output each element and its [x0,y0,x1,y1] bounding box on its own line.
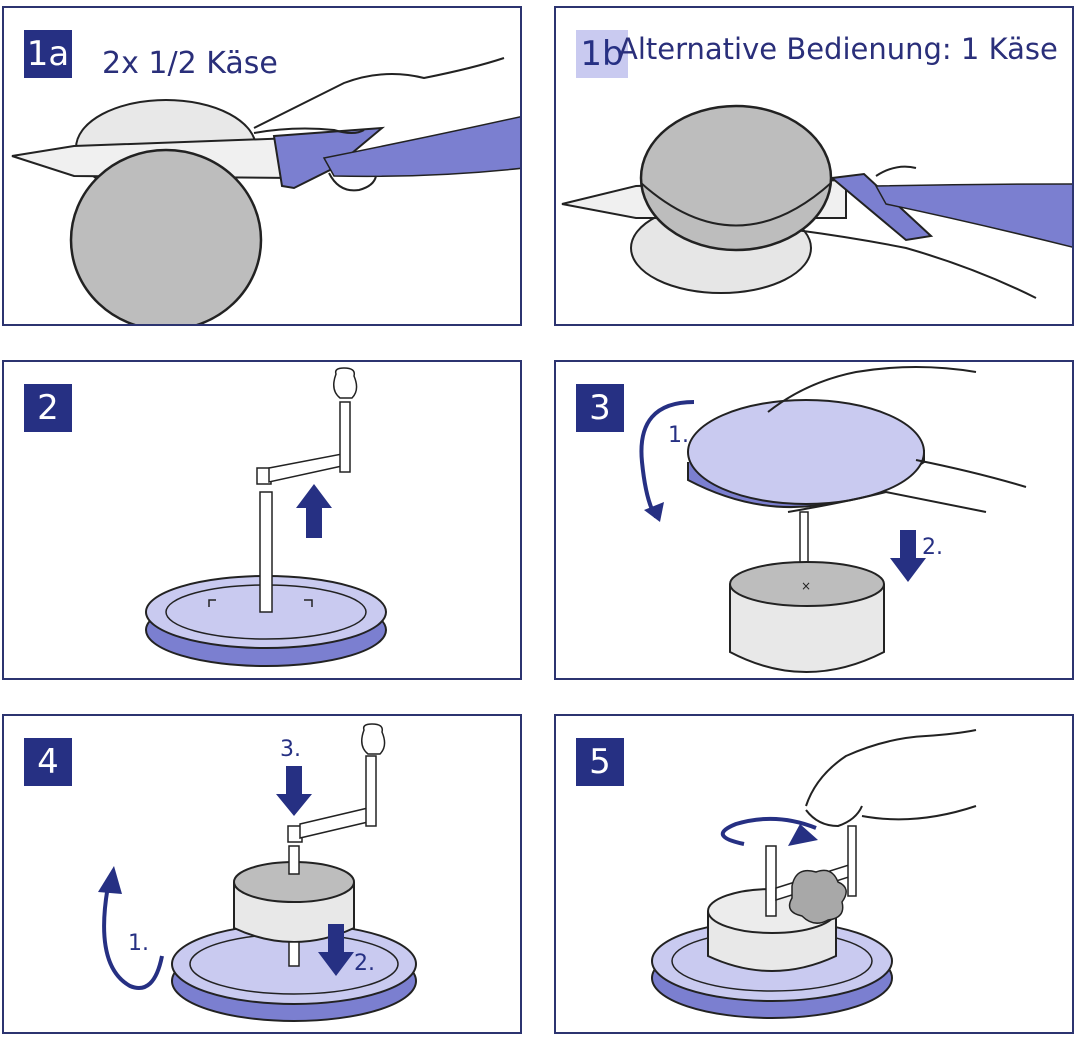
step-1b-illustration [561,104,1072,299]
step-1b-badge: 1b [576,30,628,78]
step-2-panel: 2 [2,360,522,680]
step-3-illustration: 1. × 2. [639,366,1027,673]
step-1a-caption: 2x 1/2 Käse [102,46,278,81]
step-1a-illustration [11,57,520,324]
step-5-panel: 5 [554,714,1074,1034]
step-4-badge: 4 [24,738,72,786]
step-3-marker-2: 2. [922,535,943,560]
step-1a-panel: 1a 2x 1/2 Käse [2,6,522,326]
step-1b-panel: 1b Alternative Bedienung: 1 Käse [554,6,1074,326]
step-4-marker-3: 3. [280,737,301,762]
step-4-panel: 4 3. 2. 1. [2,714,522,1034]
step-4-marker-2: 2. [354,951,375,976]
step-2-illustration [145,367,387,667]
step-1a-badge: 1a [24,30,72,78]
step-2-badge: 2 [24,384,72,432]
svg-text:×: × [801,579,811,593]
step-3-badge: 3 [576,384,624,432]
step-5-badge: 5 [576,738,624,786]
step-3-panel: 3 1. × 2. [554,360,1074,680]
step-4-illustration: 3. 2. 1. [98,723,417,1022]
step-3-marker-1: 1. [668,423,689,448]
step-5-illustration [651,729,977,1019]
step-1b-caption: Alternative Bedienung: 1 Käse [618,32,1058,66]
step-4-marker-1: 1. [128,931,149,956]
